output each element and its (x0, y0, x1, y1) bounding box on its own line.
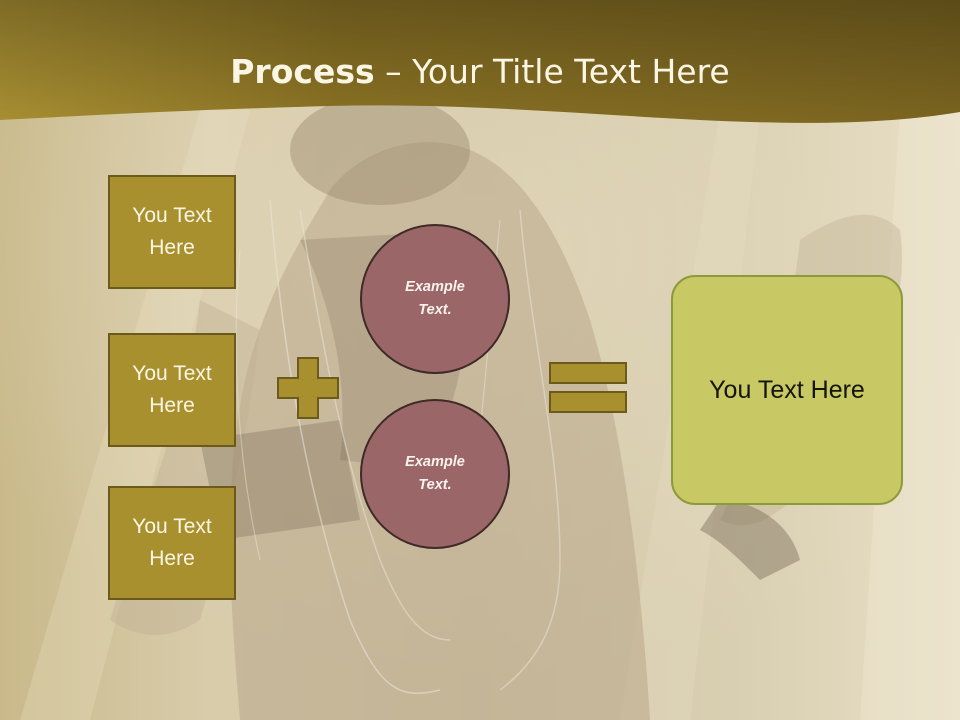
circle-line1: Example (405, 279, 465, 295)
circle-label: Example Text. (405, 276, 465, 322)
left-text-box-line1: You Text (132, 362, 212, 385)
circle-line2: Text. (418, 302, 452, 318)
example-circle-1[interactable]: Example Text. (360, 224, 510, 374)
result-box[interactable]: You Text Here (671, 275, 903, 505)
example-circle-2[interactable]: Example Text. (360, 399, 510, 549)
circle-line1: Example (405, 454, 465, 470)
circle-label: Example Text. (405, 451, 465, 497)
left-text-box-line2: Here (149, 547, 195, 570)
left-text-box-2[interactable]: You Text Here (108, 333, 236, 447)
left-text-box-label: You Text Here (132, 511, 211, 575)
left-text-box-line2: Here (149, 236, 195, 259)
title-rest: – Your Title Text Here (374, 52, 730, 91)
left-text-box-line1: You Text (132, 204, 212, 227)
title-bold: Process (230, 52, 375, 91)
header-band (0, 0, 960, 123)
left-text-box-line2: Here (149, 394, 195, 417)
left-text-box-line1: You Text (132, 515, 212, 538)
slide-title: Process – Your Title Text Here (0, 52, 960, 91)
left-text-box-3[interactable]: You Text Here (108, 486, 236, 600)
left-text-box-label: You Text Here (132, 358, 211, 422)
left-text-box-1[interactable]: You Text Here (108, 175, 236, 289)
left-text-box-label: You Text Here (132, 200, 211, 264)
result-text: You Text Here (709, 375, 865, 404)
circle-line2: Text. (418, 477, 452, 493)
